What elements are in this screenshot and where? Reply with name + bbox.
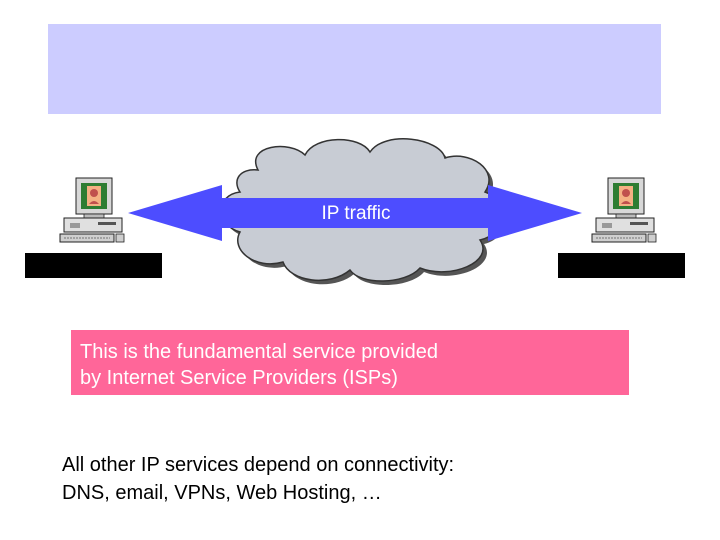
left-host-bar xyxy=(25,253,162,278)
desktop-computer-icon xyxy=(59,177,125,243)
desktop-computer-icon xyxy=(591,177,657,243)
title-band xyxy=(48,24,661,114)
callout-line-2: by Internet Service Providers (ISPs) xyxy=(80,367,398,389)
network-diagram xyxy=(128,138,582,286)
footer-text: All other IP services depend on connecti… xyxy=(62,451,662,507)
footer-line-2: DNS, email, VPNs, Web Hosting, … xyxy=(62,482,382,504)
isp-callout-box: This is the fundamental service provided… xyxy=(71,330,629,395)
callout-line-1: This is the fundamental service provided xyxy=(80,341,438,363)
arrow-label: IP traffic xyxy=(321,203,391,224)
bidirectional-arrow-icon xyxy=(128,185,582,241)
right-host-bar xyxy=(558,253,685,278)
footer-line-1: All other IP services depend on connecti… xyxy=(62,454,455,476)
